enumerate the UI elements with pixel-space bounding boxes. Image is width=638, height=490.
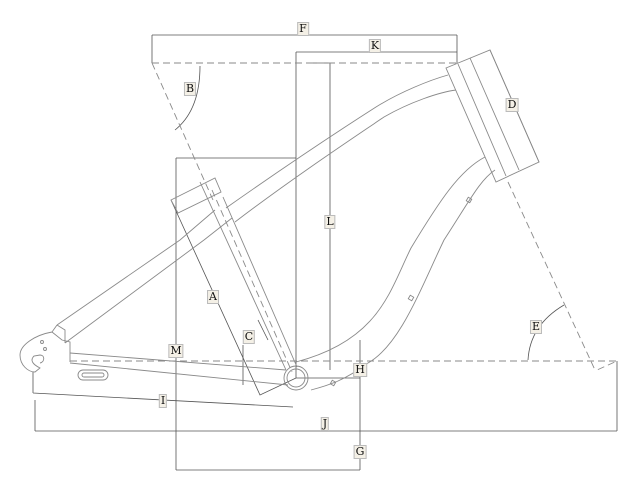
dim-A [170,199,297,396]
label-E: E [529,320,543,334]
seat-tube-centerline [211,189,293,373]
chain-stays [69,352,289,386]
label-L: L [324,215,336,229]
kickstand-slot-inner [81,372,105,378]
cable-guide [329,379,337,387]
angle-B-arc [174,65,201,131]
label-G: G [353,445,367,459]
head-tube [445,49,540,183]
seat-stays [56,209,233,344]
frame [19,49,540,391]
label-I: I [158,394,168,408]
rear-dropout [19,324,71,373]
top-tube [225,74,457,223]
dim-F [151,34,458,63]
cable-guide [407,294,415,302]
label-A: A [207,290,219,304]
bottom-bracket-inner [286,368,306,388]
label-H: H [353,363,367,377]
cable-guide [465,196,473,204]
label-F: F [297,22,309,36]
dimension-lines [32,34,618,471]
label-M: M [168,344,184,358]
down-tube [295,156,496,391]
ground-reference-line [70,360,618,371]
label-C: C [242,330,256,344]
dim-C [242,319,269,385]
dropout-hole [40,340,44,344]
label-K: K [368,39,382,53]
kickstand-slot [77,369,109,381]
bottom-bracket [283,365,309,391]
seat-angle-line [151,62,214,201]
dim-J [34,361,618,432]
label-J: J [320,417,330,431]
dim-K [295,51,457,378]
seat-tube [170,177,298,371]
label-B: B [183,82,197,96]
dropout-hole [43,347,47,351]
dim-G [176,340,361,471]
label-D: D [505,98,519,112]
head-angle-line [507,181,596,371]
